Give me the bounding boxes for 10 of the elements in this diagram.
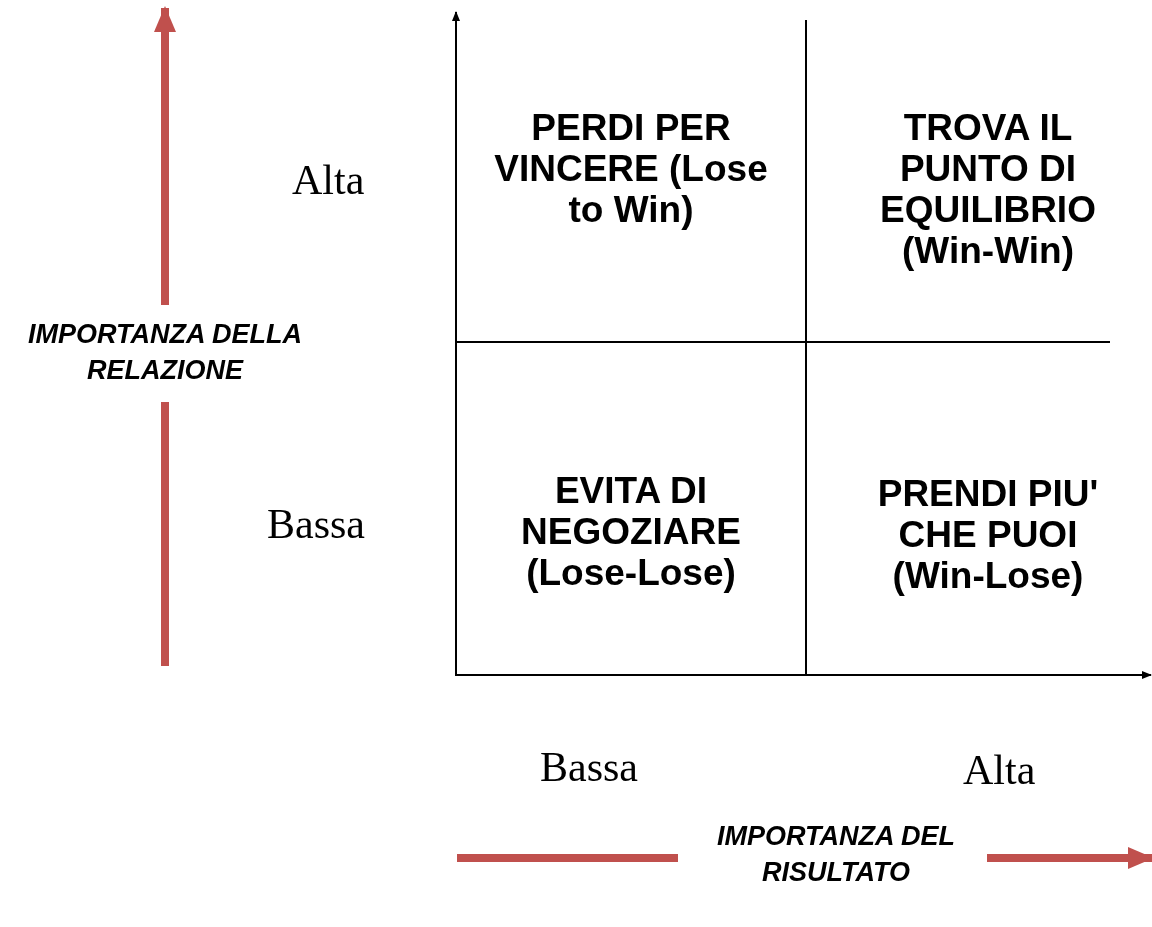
- quadrant-label: PRENDI PIU' CHE PUOI (Win-Lose): [848, 473, 1128, 596]
- quadrant-label: PERDI PER VINCERE (Lose to Win): [481, 107, 781, 230]
- quadrant-label: EVITA DI NEGOZIARE (Lose-Lose): [496, 470, 766, 593]
- axis-title: IMPORTANZA DELLA RELAZIONE: [27, 318, 303, 387]
- axis-title: IMPORTANZA DEL RISULTATO: [716, 820, 956, 889]
- level-label: Alta: [963, 746, 1036, 794]
- level-label: Alta: [292, 156, 365, 204]
- level-label: Bassa: [540, 743, 638, 791]
- level-label: Bassa: [267, 500, 365, 548]
- quadrant-label: TROVA IL PUNTO DI EQUILIBRIO (Win-Win): [858, 107, 1118, 271]
